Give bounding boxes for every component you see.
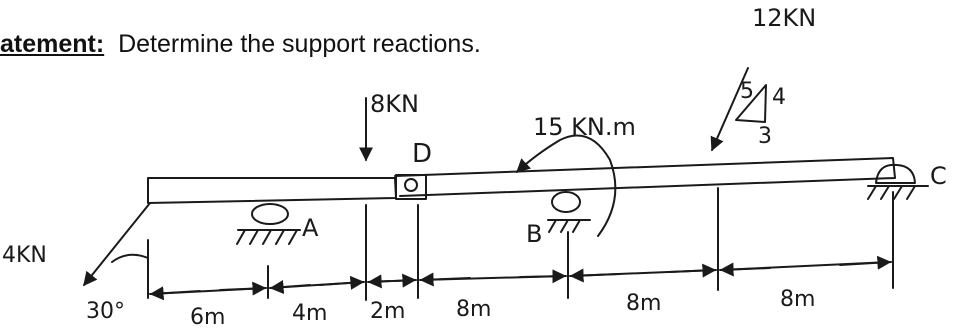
label-4kn: 4KN	[2, 243, 47, 268]
support-b-hatch	[548, 219, 581, 233]
moment-arc	[515, 134, 617, 237]
support-a-roller	[251, 203, 289, 225]
label-moment: 15 KN.m	[533, 113, 636, 141]
support-c-hatch	[867, 185, 916, 200]
problem-statement: atement: Determine the support reactions…	[0, 30, 481, 59]
slope-triangle	[735, 84, 767, 123]
hinge-d	[404, 178, 418, 192]
beam	[147, 177, 397, 204]
dimension-line	[149, 261, 892, 295]
label-slope-3: 3	[758, 124, 772, 149]
dim-label-4m: 4m	[292, 301, 327, 326]
force-12kn-arrow	[710, 67, 749, 152]
dimension-arrowheads	[149, 255, 892, 301]
support-c-pin	[875, 163, 916, 184]
dim-label-8m-3: 8m	[780, 287, 815, 312]
hinge-d-box	[395, 174, 427, 200]
support-a-hatch	[236, 229, 298, 245]
label-slope-5: 5	[740, 79, 754, 104]
label-b: B	[526, 220, 542, 248]
support-b-roller	[551, 191, 581, 213]
label-c: C	[930, 162, 947, 190]
dimension-ticks	[147, 187, 894, 301]
dimension-labels: 6m 4m 2m 8m 8m 8m	[190, 287, 815, 330]
label-a: A	[302, 214, 319, 242]
label-8kn: 8KN	[370, 90, 419, 118]
label-angle: 30°	[86, 299, 125, 324]
dim-label-2m: 2m	[370, 299, 405, 324]
label-12kn: 12KN	[752, 4, 816, 32]
force-4kn-arrow	[83, 202, 151, 287]
label-d: D	[412, 139, 432, 169]
angle-arc	[111, 253, 149, 263]
dim-label-6m: 6m	[190, 305, 225, 330]
statement-label: atement:	[0, 30, 105, 58]
statement-text: Determine the support reactions.	[118, 30, 481, 58]
label-slope-4: 4	[772, 85, 786, 110]
dim-label-8m-2: 8m	[626, 291, 661, 316]
beam-right-segment	[394, 157, 896, 197]
dim-label-8m-1: 8m	[456, 297, 491, 322]
